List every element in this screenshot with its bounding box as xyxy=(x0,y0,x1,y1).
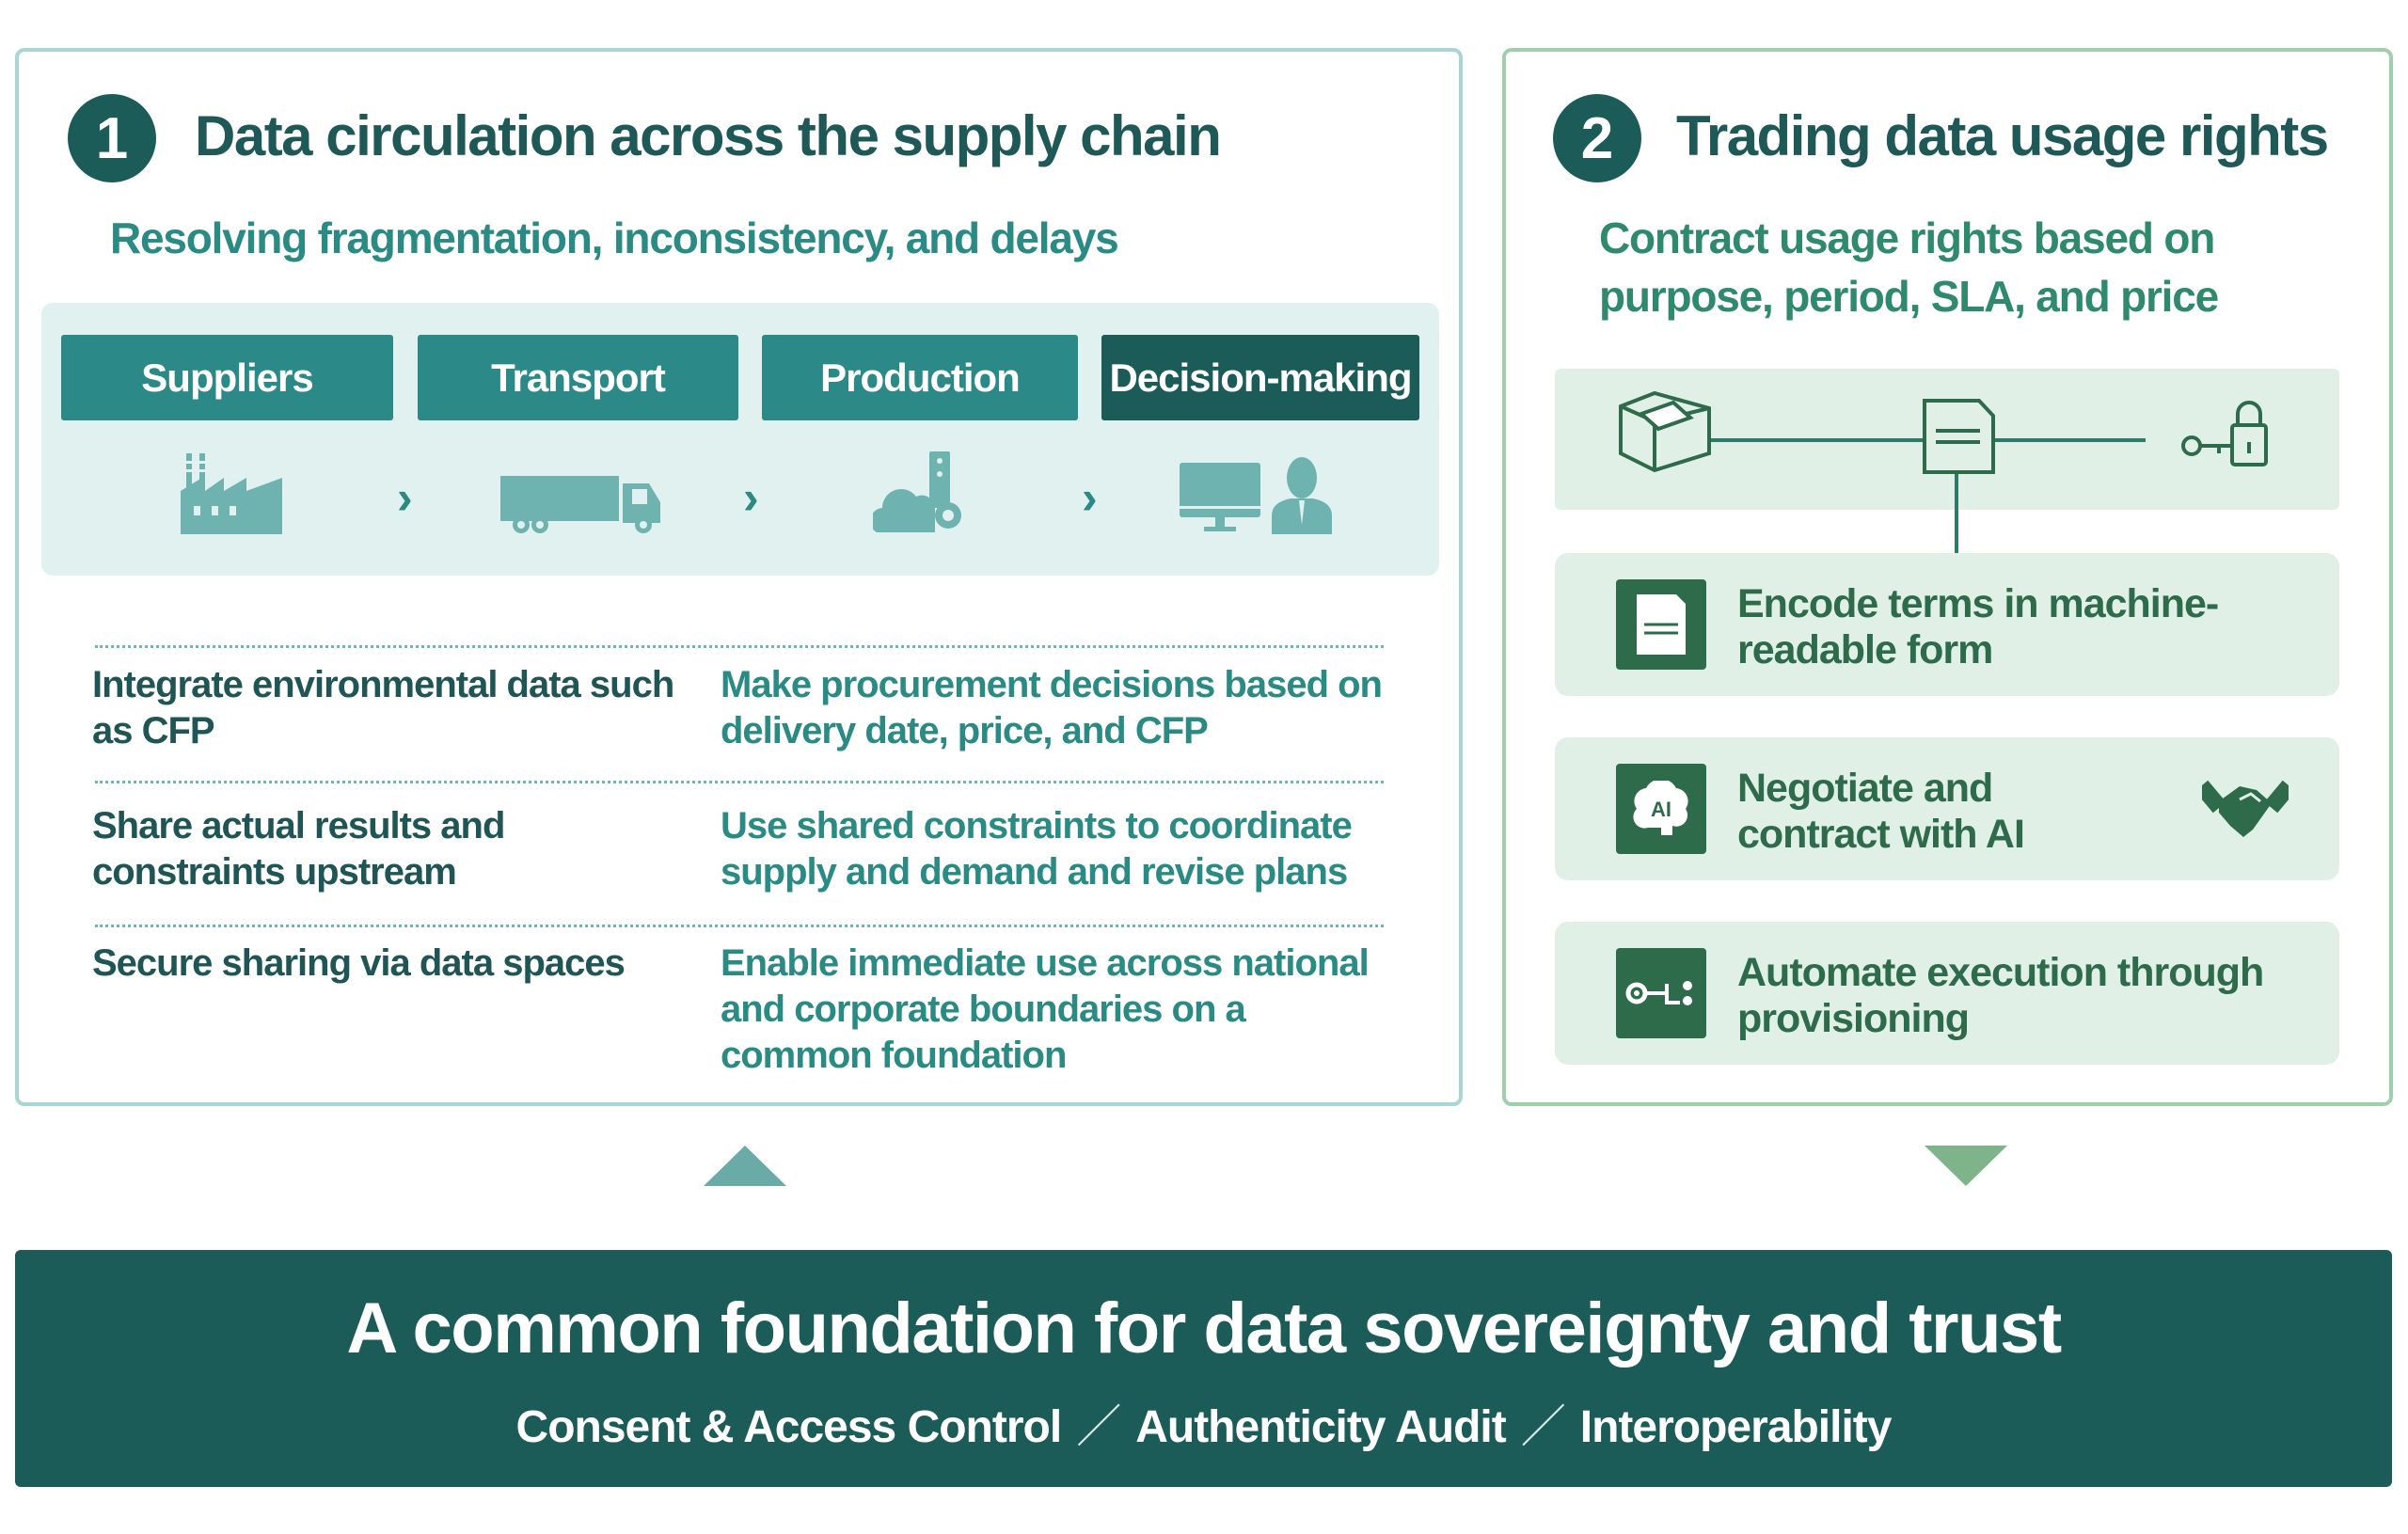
list-item-encode-terms: Encode terms in machine-readable form xyxy=(1555,553,2339,696)
list-item-negotiate-ai: AI Negotiate and contract with AI xyxy=(1555,737,2339,880)
foundation-pillars: Consent & Access Control ／ Authenticity Au… xyxy=(15,1389,2392,1455)
separator: ／ xyxy=(1520,1402,1566,1452)
document-icon xyxy=(1616,579,1706,670)
section-title: Data circulation across the supply chain xyxy=(195,104,1222,167)
section-title: Trading data usage rights xyxy=(1676,104,2329,167)
subtitle-line: Contract usage rights based on xyxy=(1599,213,2215,262)
foundation-title: A common foundation for data sovereignty… xyxy=(346,1289,2062,1368)
stage-suppliers: Suppliers xyxy=(61,335,393,420)
stage-transport: Transport xyxy=(418,335,738,420)
factory-icon xyxy=(181,453,282,534)
row-1-left: Integrate environmental data such as CFP xyxy=(92,664,674,751)
chevron-right-icon: › xyxy=(743,471,759,524)
row-1-right: Make procurement decisions based on deli… xyxy=(721,664,1383,751)
data-box-icon xyxy=(1619,390,1711,473)
item-text: Automate execution through provisioning xyxy=(1737,950,2264,1041)
row-3-left: Secure sharing via data spaces xyxy=(92,942,626,984)
arrow-up-icon xyxy=(704,1146,786,1186)
row-2-right: Use shared constraints to coordinate sup… xyxy=(721,805,1353,893)
key-lock-icon xyxy=(2181,401,2268,467)
stage-production: Production xyxy=(762,335,1078,420)
chevron-right-icon: › xyxy=(1082,471,1098,524)
supply-chain-panel xyxy=(15,48,1463,1106)
svg-text:AI: AI xyxy=(1651,798,1671,821)
rights-diagram-connectors xyxy=(1619,390,2268,553)
stage-decision-making: Decision-making xyxy=(1101,335,1419,420)
chevron-right-icon: › xyxy=(397,471,413,524)
section-number-badge: 2 xyxy=(1553,94,1641,182)
pillar: Consent & Access Control xyxy=(515,1402,1063,1452)
row-2-left: Share actual results and constraints ups… xyxy=(92,805,505,893)
section-number-badge: 1 xyxy=(68,94,156,182)
foundation-banner: A common foundation for data sovereignty… xyxy=(15,1250,2392,1487)
handshake-icon xyxy=(2202,780,2289,837)
cloud-server-gear-icon xyxy=(873,451,961,532)
arrow-down-icon xyxy=(1925,1146,2007,1186)
section-subtitle: Resolving fragmentation, inconsistency, … xyxy=(110,213,1119,262)
separator: ／ xyxy=(1076,1402,1121,1452)
pillar: Authenticity Audit xyxy=(1135,1402,1507,1452)
item-text: Encode terms in machine-readable form xyxy=(1737,581,2219,672)
divider xyxy=(95,645,1384,648)
divider xyxy=(95,781,1384,783)
document-icon xyxy=(1923,399,1995,474)
key-provisioning-icon xyxy=(1616,948,1706,1038)
truck-icon xyxy=(500,476,660,533)
list-item-automate-execution: Automate execution through provisioning xyxy=(1555,922,2339,1065)
pillar: Interoperability xyxy=(1579,1402,1893,1452)
divider xyxy=(95,925,1384,927)
row-3-right: Enable immediate use across national and… xyxy=(721,942,1370,1076)
ai-brain-icon: AI xyxy=(1616,764,1706,854)
monitor-person-icon xyxy=(1180,457,1332,534)
section-subtitle: Contract usage rights based on purpose, … xyxy=(1599,209,2219,325)
item-text: Negotiate and contract with AI xyxy=(1737,766,2025,857)
subtitle-line: purpose, period, SLA, and price xyxy=(1599,272,2219,321)
